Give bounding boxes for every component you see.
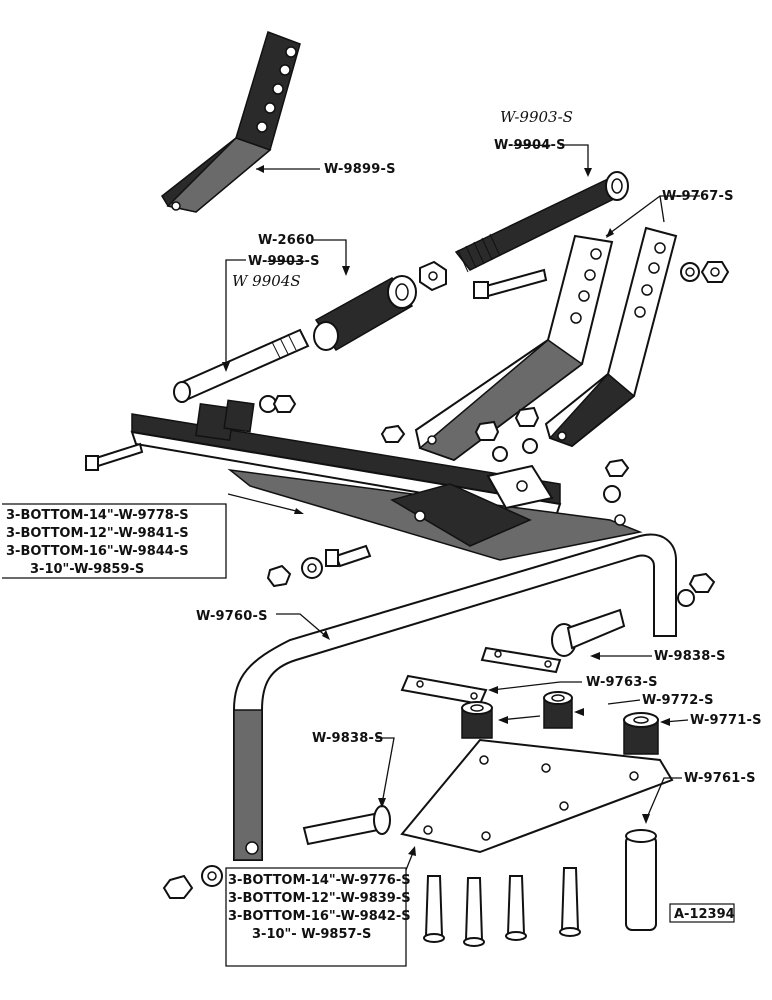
nut-bar-e [604, 458, 630, 477]
spacer-w9772-b [543, 691, 573, 729]
label-w9760: W-9760-S [196, 609, 268, 624]
bent-bar-w9760 [233, 533, 677, 861]
triangular-plate [400, 738, 674, 854]
bolt-upper [473, 268, 548, 299]
washer-bar-b [492, 446, 508, 462]
part-number-box-upper: 3-BOTTOM-14"-W-9778-S 3-BOTTOM-12"-W-984… [2, 503, 227, 579]
strap-plate-w9763-a [480, 646, 562, 674]
box-upper-line-3: 3-BOTTOM-16"-W-9844-S [6, 544, 189, 559]
spacer-w9772-a [461, 701, 493, 739]
threaded-rod-w9903 [454, 171, 629, 273]
bent-strap-w9899 [161, 31, 301, 213]
label-w9903-handwritten: W-9903-S [500, 108, 573, 126]
threaded-rod-w9904 [173, 328, 310, 403]
box-lower-line-4: 3-10"- W-9857-S [252, 927, 371, 942]
turnbuckle-w2660 [313, 275, 417, 352]
washer-bar-d [603, 485, 621, 503]
label-w9763: W-9763-S [586, 675, 658, 690]
box-lower-line-2: 3-BOTTOM-12"-W-9839-S [228, 891, 411, 906]
nut-bar-a [272, 395, 297, 413]
figure-id: A-12394 [674, 907, 735, 922]
label-w9904-handwritten: W 9904S [232, 272, 301, 290]
bolt-w9838-upper [551, 608, 626, 657]
strap-w9767-right [544, 226, 678, 448]
nut-right-a [688, 572, 716, 593]
label-w9903-printed: W-9904-S [494, 138, 566, 153]
nut-bottom-left [162, 874, 194, 899]
bolt-lower-short [325, 544, 372, 568]
nut-bar-d [514, 406, 540, 427]
label-w9761: W-9761-S [684, 771, 756, 786]
nut-and-washer-upper-right [680, 261, 730, 283]
bolt-left [85, 442, 144, 471]
spacer-w9771 [623, 712, 659, 755]
box-upper-line-2: 3-BOTTOM-12"-W-9841-S [6, 526, 189, 541]
label-w9899: W-9899-S [324, 162, 396, 177]
label-w2660: W-2660 [258, 233, 315, 248]
label-w9838-b: W-9838-S [312, 731, 384, 746]
washer-bar-c [522, 438, 538, 454]
label-w9838-a: W-9838-S [654, 649, 726, 664]
strap-plate-w9763-b [400, 674, 488, 706]
bolt-w9838-lower [302, 805, 391, 846]
bolts-row [423, 867, 581, 947]
label-w9903-rod: W-9903-S [248, 254, 320, 269]
nut-lower-a [266, 564, 292, 588]
box-lower-line-3: 3-BOTTOM-16"-W-9842-S [228, 909, 411, 924]
box-upper-line-1: 3-BOTTOM-14"-W-9778-S [6, 508, 189, 523]
strap-w9767-left [414, 234, 614, 462]
label-w9772: W-9772-S [642, 693, 714, 708]
figure-id-box: A-12394 [669, 903, 735, 923]
stud-w9761 [625, 829, 657, 931]
label-w9771: W-9771-S [690, 713, 762, 728]
box-upper-line-4: 3-10"-W-9859-S [30, 562, 144, 577]
label-w9767: W-9767-S [662, 189, 734, 204]
washer-right-a [677, 589, 695, 607]
box-lower-line-1: 3-BOTTOM-14"-W-9776-S [228, 873, 411, 888]
nut-bar-b [380, 424, 406, 443]
drawbar-assembly [130, 399, 643, 561]
part-number-box-lower: 3-BOTTOM-14"-W-9776-S 3-BOTTOM-12"-W-983… [225, 867, 411, 967]
nut-bar-c [474, 420, 500, 441]
